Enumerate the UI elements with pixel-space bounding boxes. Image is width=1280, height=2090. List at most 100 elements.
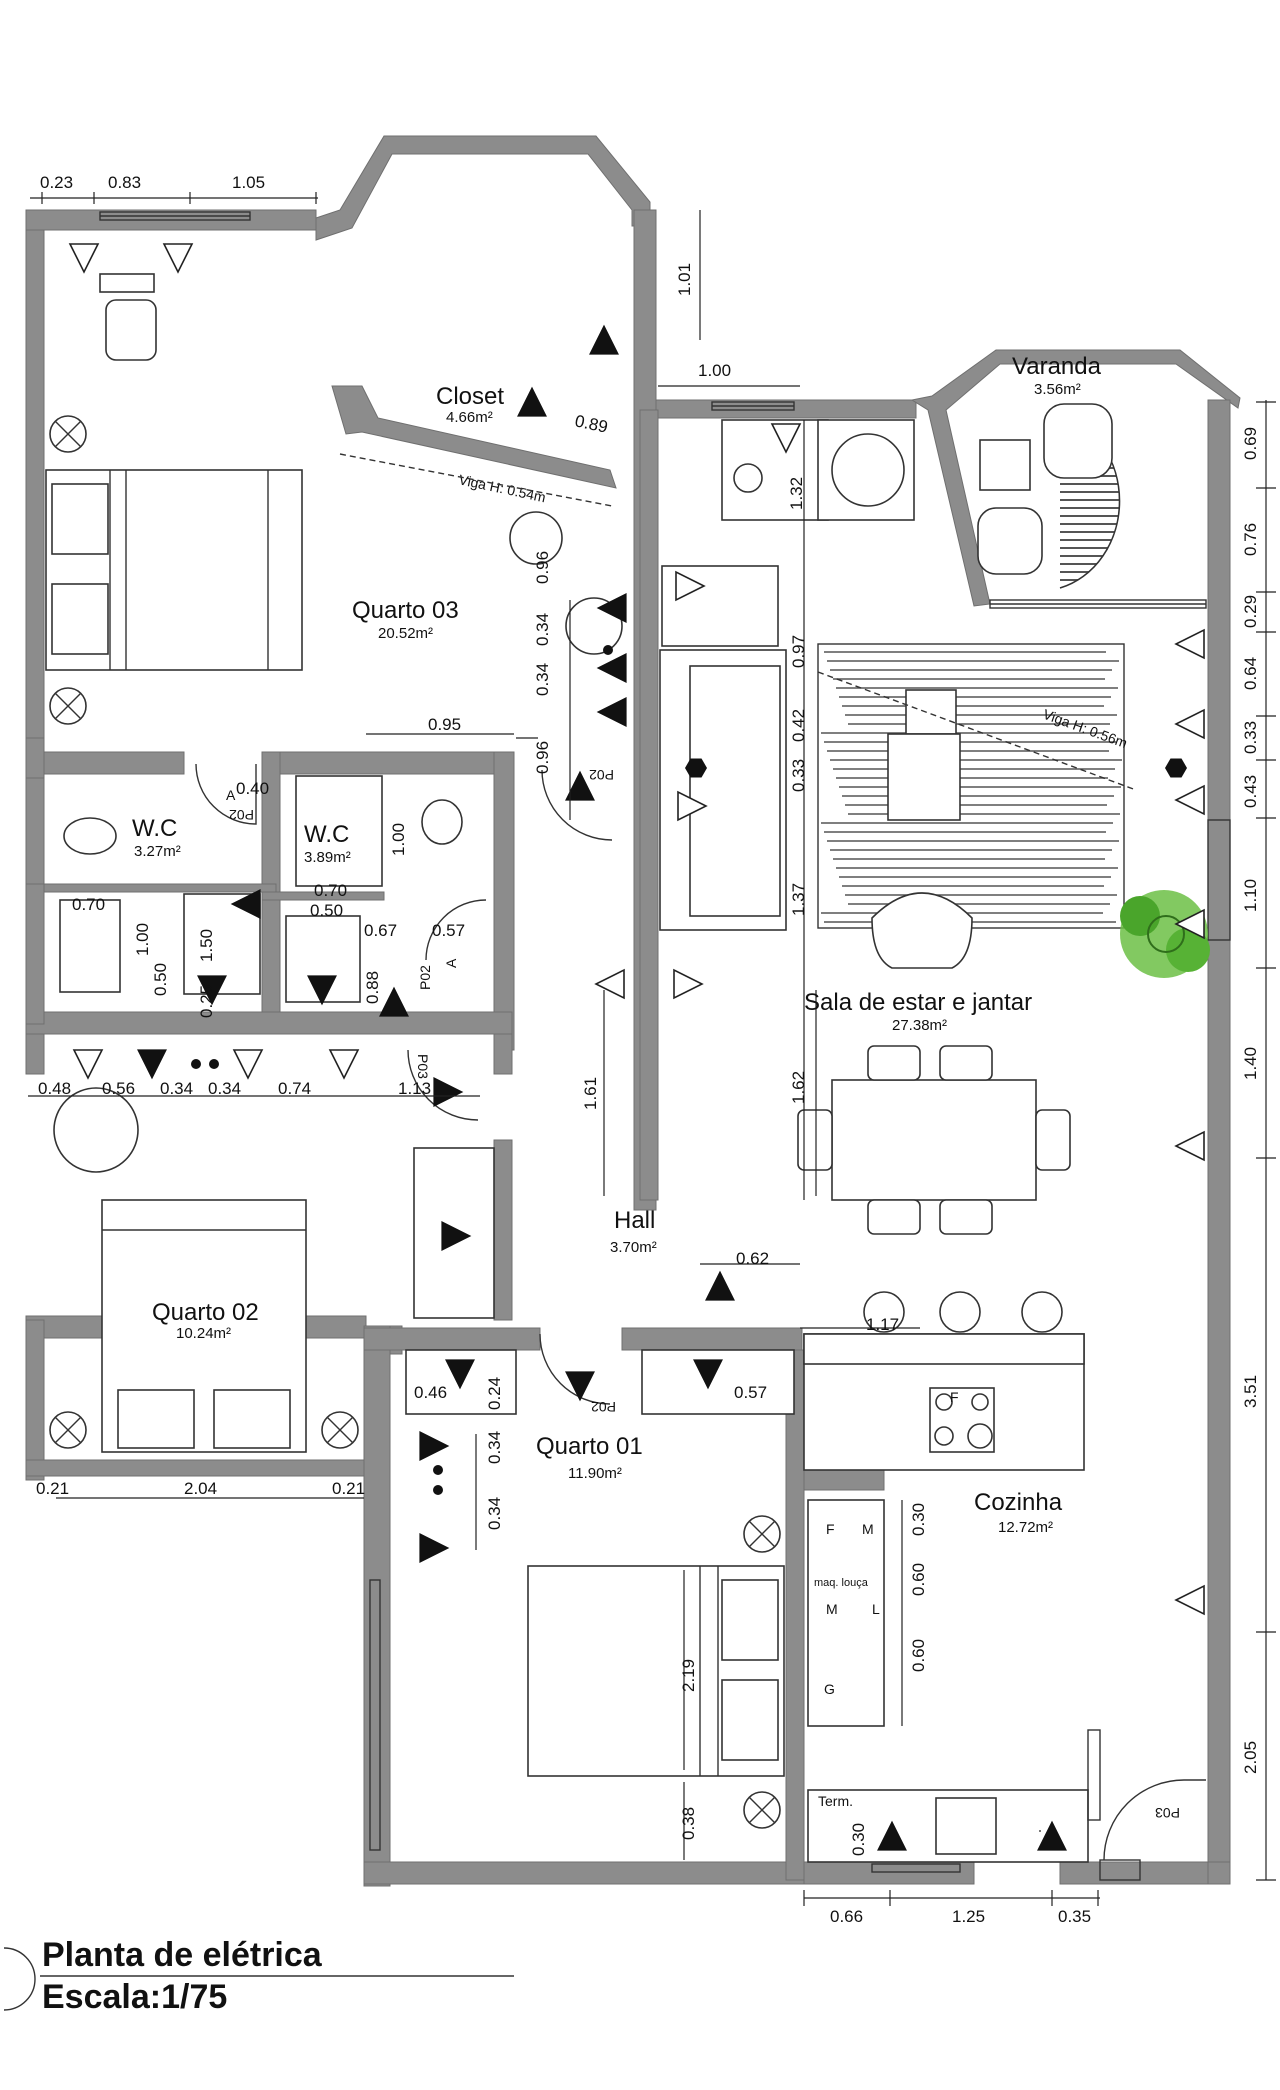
appliance-f: F — [826, 1521, 835, 1537]
coffee-table — [887, 733, 961, 821]
dim: 1.62 — [789, 1071, 808, 1104]
dim: 1.61 — [581, 1077, 600, 1110]
wc-fixtures — [59, 775, 463, 1003]
dim: 1.05 — [232, 173, 265, 192]
room-area-varanda: 3.56m² — [1034, 381, 1081, 398]
drawing-title: Planta de elétrica Escala:1/75 — [3, 1936, 514, 2016]
dim: 1.01 — [675, 263, 694, 296]
dim: 2.05 — [1241, 1741, 1260, 1774]
plant — [1120, 890, 1210, 978]
room-name-cozinha: Cozinha — [974, 1489, 1063, 1516]
dim: 0.34 — [485, 1431, 504, 1464]
dim: 0.57 — [432, 921, 465, 940]
beam-label-closet: Viga H: 0.54m — [457, 471, 547, 505]
dim: 0.46 — [414, 1383, 447, 1402]
dim: 0.50 — [151, 963, 170, 996]
dim: 0.30 — [909, 1503, 928, 1536]
dim: 1.00 — [133, 923, 152, 956]
appliance-m: M — [826, 1601, 838, 1617]
door-tag-p02: P02 — [589, 767, 614, 783]
dim: 0.83 — [108, 173, 141, 192]
room-area-wc1: 3.27m² — [134, 843, 181, 860]
dim: 0.64 — [1241, 657, 1260, 690]
dim: 0.67 — [364, 921, 397, 940]
dim: 0.96 — [533, 741, 552, 774]
living-rug — [821, 651, 1122, 923]
dining-table — [797, 892, 1071, 1235]
dim: 0.42 — [789, 709, 808, 742]
dim: 0.21 — [36, 1479, 69, 1498]
dim: 1.13 — [398, 1079, 431, 1098]
dim: 0.30 — [849, 1823, 868, 1856]
dim: 0.50 — [310, 901, 343, 920]
room-area-hall: 3.70m² — [610, 1239, 657, 1256]
dim: 0.70 — [314, 881, 347, 900]
dim: 0.24 — [485, 1377, 504, 1410]
room-name-hall: Hall — [614, 1207, 655, 1234]
appliance-l: L — [872, 1601, 880, 1617]
room-area-quarto03: 20.52m² — [378, 625, 433, 642]
dim: 2.19 — [679, 1659, 698, 1692]
dim: 0.43 — [1241, 775, 1260, 808]
dim: 0.95 — [428, 715, 461, 734]
door-tag-p02: P02 — [417, 965, 433, 990]
dim: 0.97 — [789, 635, 808, 668]
door-side-a: A — [443, 958, 459, 968]
dim: 1.00 — [389, 823, 408, 856]
dim: 0.33 — [789, 759, 808, 792]
appliance-m: M — [862, 1521, 874, 1537]
dim: 0.33 — [1241, 721, 1260, 754]
door-tags: P02 P02 P02 P02 P03 P03 A A — [226, 767, 1180, 1821]
dim: 0.34 — [485, 1497, 504, 1530]
door-tag-p03: P03 — [1155, 1805, 1180, 1821]
room-area-sala: 27.38m² — [892, 1017, 947, 1034]
kitchen-furniture — [803, 1291, 1101, 1863]
varanda-furniture — [977, 403, 1121, 589]
room-name-wc1: W.C — [132, 815, 177, 842]
door-tag-p02: P02 — [591, 1399, 616, 1415]
dim: 1.25 — [952, 1907, 985, 1926]
dim: 1.40 — [1241, 1047, 1260, 1080]
dim: 1.37 — [789, 883, 808, 916]
dim: 0.34 — [533, 663, 552, 696]
door-tag-p03: P03 — [415, 1054, 431, 1079]
room-name-sala: Sala de estar e jantar — [804, 989, 1032, 1016]
kitchen-labels: F F M M L G maq. louça Term. — [814, 1389, 959, 1809]
appliance-g: G — [824, 1681, 835, 1697]
room-area-closet: 4.66m² — [446, 409, 493, 426]
door-tag-p02: P02 — [229, 807, 254, 823]
room-area-cozinha: 12.72m² — [998, 1519, 1053, 1536]
dim: 0.40 — [236, 779, 269, 798]
dim: 0.48 — [38, 1079, 71, 1098]
dimension-lines — [28, 192, 1276, 1906]
dim: 0.89 — [573, 411, 609, 436]
dim: 0.23 — [40, 173, 73, 192]
dim: 0.34 — [533, 613, 552, 646]
quarto03-furniture — [45, 273, 623, 725]
walls — [25, 135, 1241, 1887]
appliance-f: F — [950, 1389, 959, 1405]
door-swings — [195, 763, 1206, 1861]
dimension-labels: 0.23 0.83 1.05 1.01 0.89 1.00 1.32 0.69 … — [36, 173, 1260, 1926]
room-name-varanda: Varanda — [1012, 353, 1102, 380]
beam-label-sala: Viga H: 0.56m — [1041, 706, 1130, 751]
dim: 0.34 — [160, 1079, 193, 1098]
dim: 0.62 — [736, 1249, 769, 1268]
room-labels: Quarto 03 20.52m² Closet 4.66m² Varanda … — [132, 353, 1102, 1536]
dim: 0.74 — [278, 1079, 311, 1098]
dim: 0.25 — [197, 985, 216, 1018]
dim: 0.21 — [332, 1479, 365, 1498]
dim: 0.57 — [734, 1383, 767, 1402]
door-side-a: A — [226, 787, 236, 803]
quarto01-furniture — [405, 1349, 795, 1829]
room-area-quarto02: 10.24m² — [176, 1325, 231, 1342]
dim: 0.70 — [72, 895, 105, 914]
room-name-quarto02: Quarto 02 — [152, 1299, 259, 1326]
room-name-quarto01: Quarto 01 — [536, 1433, 643, 1460]
dim: 0.96 — [533, 551, 552, 584]
dim: 0.60 — [909, 1639, 928, 1672]
dim: 0.35 — [1058, 1907, 1091, 1926]
title-line-2: Escala:1/75 — [42, 1978, 227, 2016]
room-name-quarto03: Quarto 03 — [352, 597, 459, 624]
